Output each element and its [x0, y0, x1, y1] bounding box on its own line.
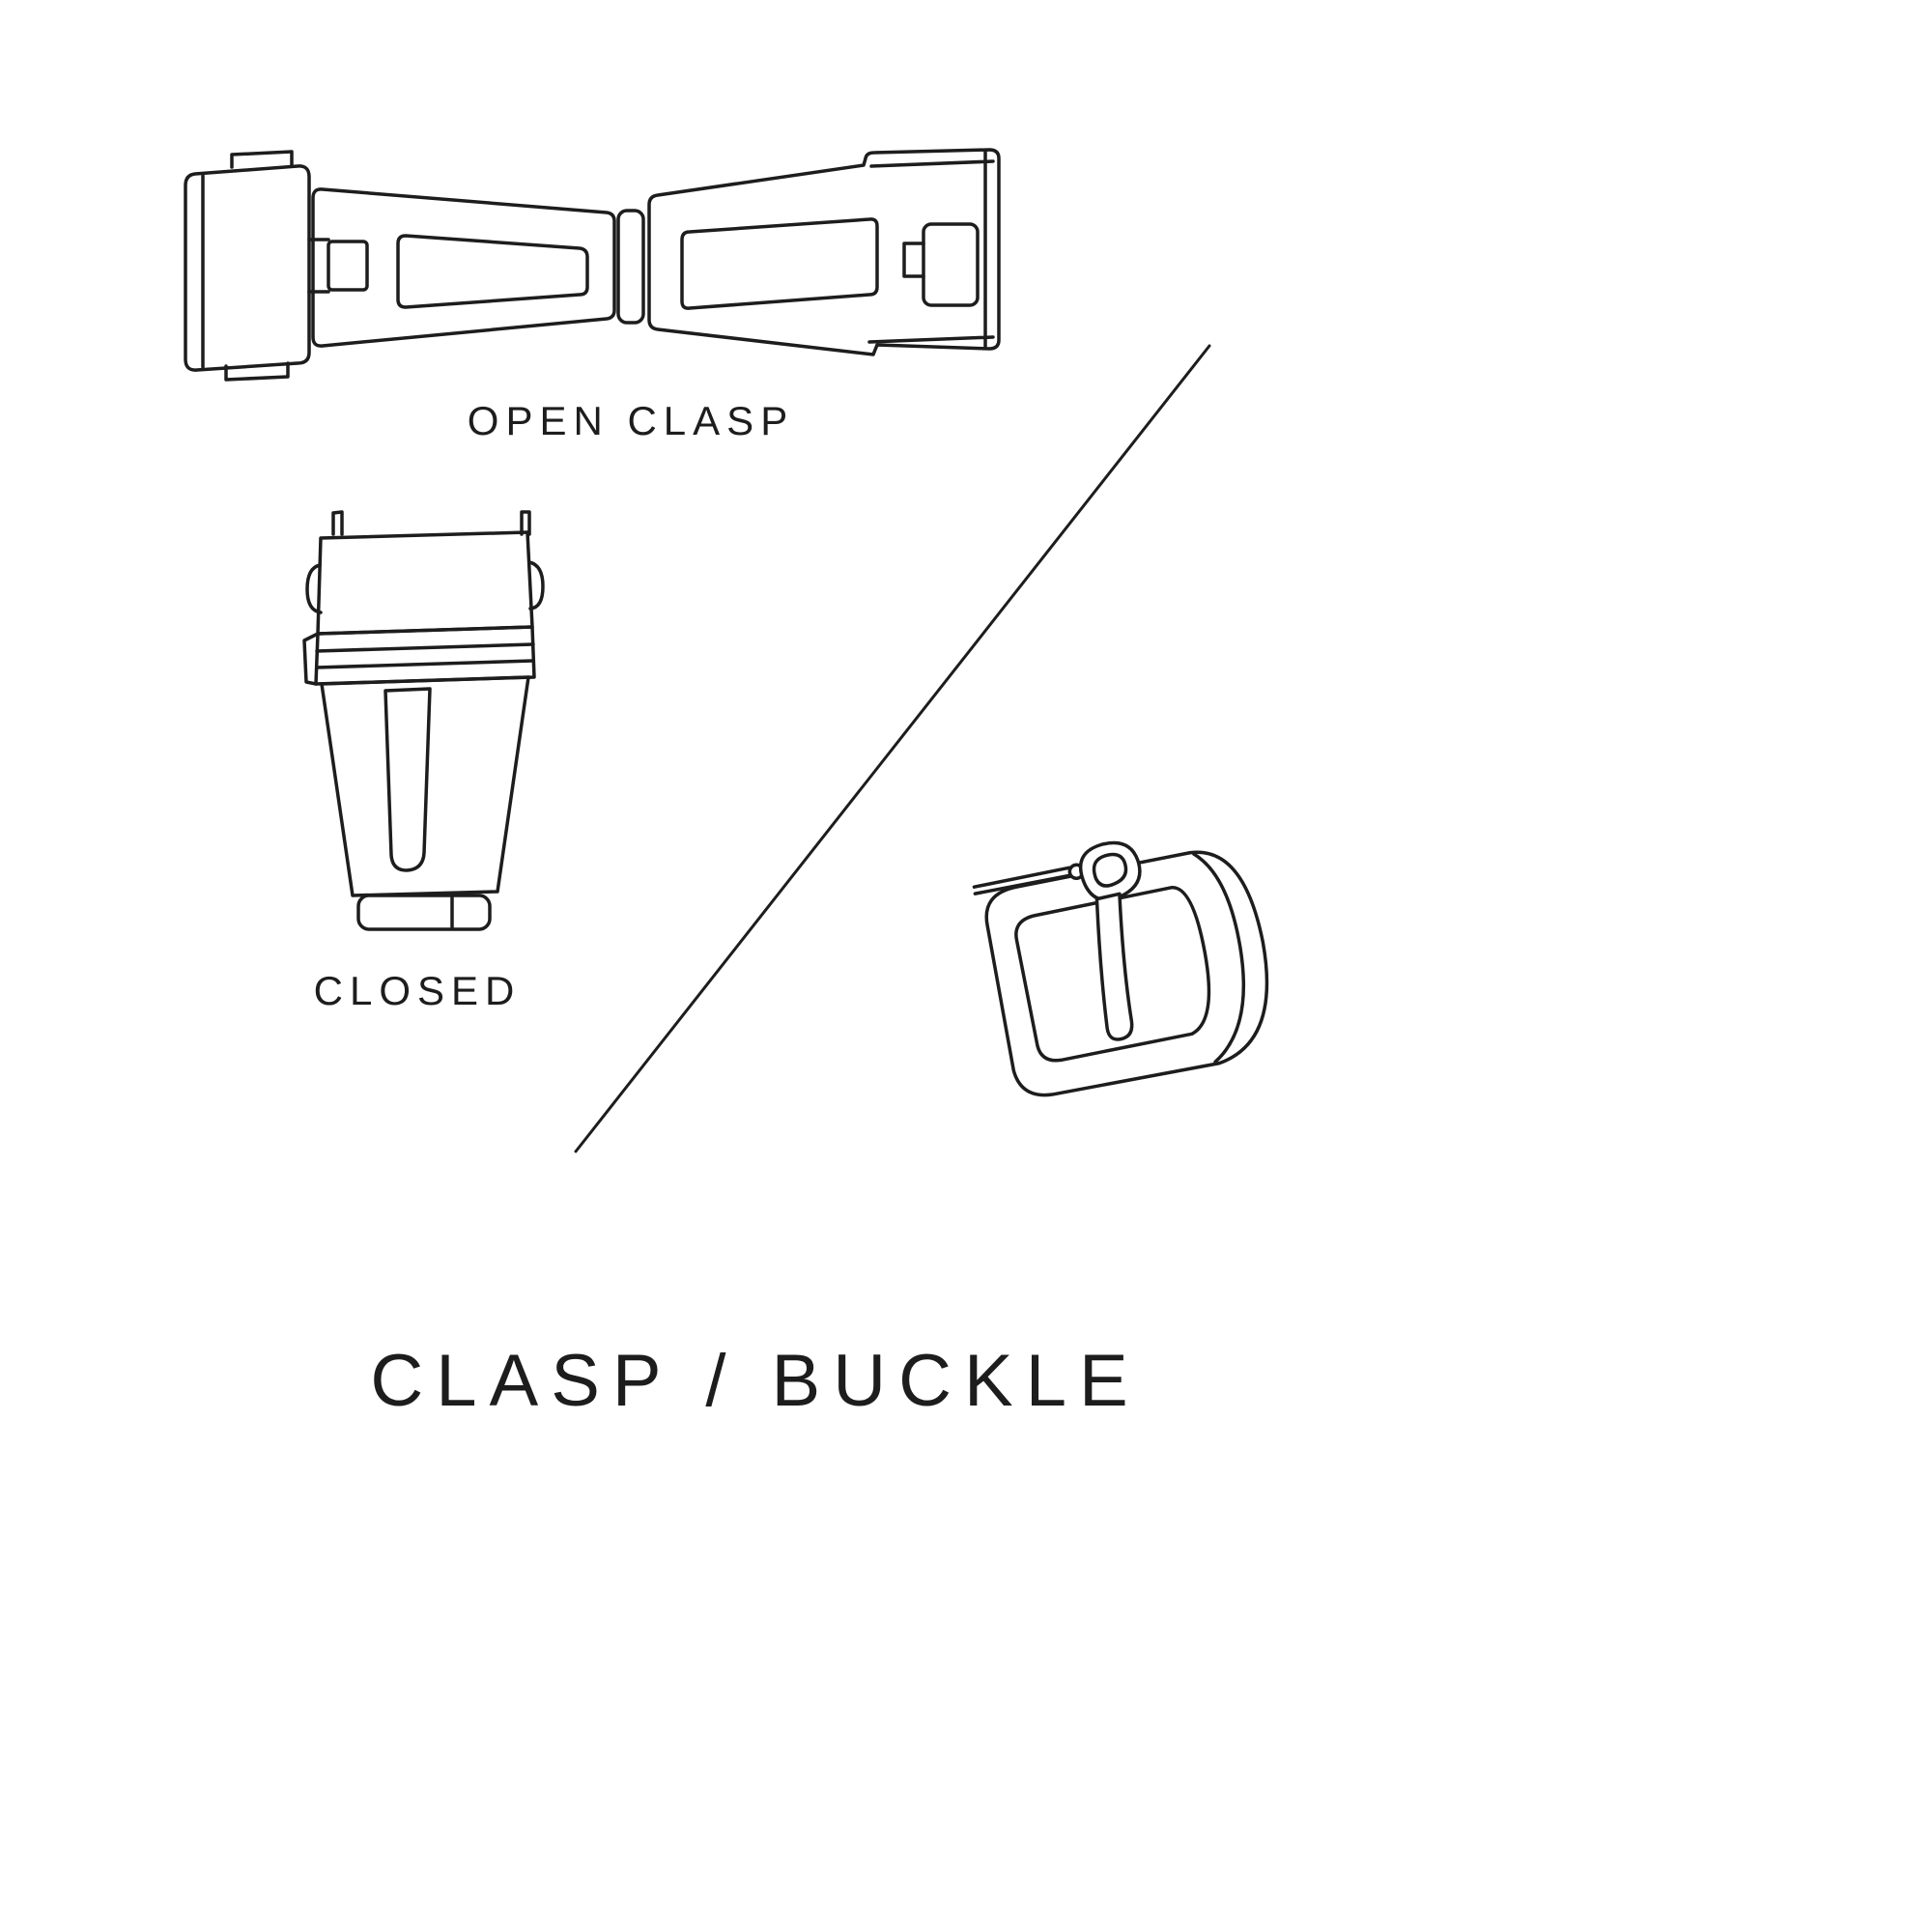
- buckle-illustration: [952, 833, 1290, 1118]
- closed-clasp-label: CLOSED: [313, 968, 522, 1013]
- open-clasp-illustration: [174, 143, 1014, 386]
- closed-clasp-illustration: [288, 505, 558, 938]
- page-title: CLASP / BUCKLE: [370, 1340, 1141, 1422]
- divider-line: [568, 340, 1219, 1157]
- open-clasp-label: OPEN CLASP: [467, 398, 795, 443]
